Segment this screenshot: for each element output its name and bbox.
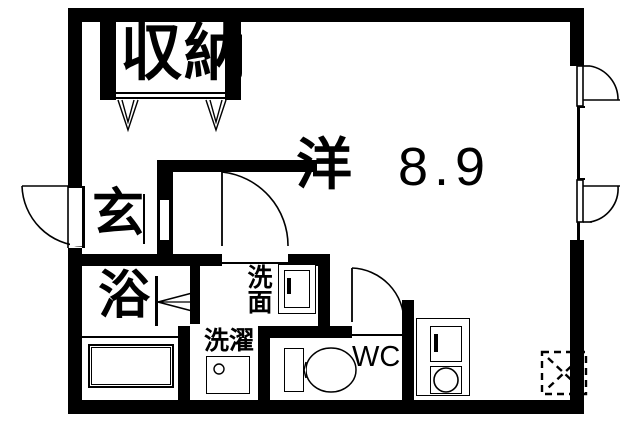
front-door-opening — [70, 188, 82, 246]
wc-door-threshold — [352, 334, 402, 336]
wall-right-outer-upper — [570, 8, 584, 66]
vanity-label: 洗面 — [244, 264, 273, 314]
bath-door-frame — [155, 276, 158, 326]
entrance-sliding-door-panel-b[interactable] — [160, 200, 169, 240]
bathtub-shelf-line — [82, 336, 178, 338]
wall-niche-slot — [86, 28, 97, 90]
wall-closet-right — [225, 22, 241, 100]
window-mullion-lower — [577, 178, 585, 180]
wall-right-window-frame — [577, 66, 580, 240]
entrance-label: 玄 — [92, 184, 145, 244]
washing-machine-pan — [206, 356, 250, 394]
window-mullion-upper — [577, 106, 585, 108]
wall-genkan-top — [157, 160, 317, 172]
wall-left-outer-upper — [68, 8, 82, 188]
vanity-faucet — [287, 278, 291, 294]
laundry-label: 洗濯 — [204, 326, 255, 355]
wall-bottom-outer — [68, 400, 584, 414]
kitchen-faucet — [434, 334, 438, 352]
entrance-sliding-door-panel-a[interactable] — [146, 196, 156, 242]
front-door-frame-left — [82, 186, 85, 248]
wall-bath-right — [178, 326, 190, 414]
closet-door-line-outer — [116, 92, 226, 94]
wall-right-outer-lower — [570, 240, 584, 414]
closet-door-line-inner — [116, 97, 226, 99]
hall-door-threshold — [222, 262, 288, 264]
bathtub-inner — [91, 347, 171, 385]
wall-left-outer-lower — [68, 248, 82, 414]
entrance-sliding-door-rail — [143, 194, 145, 244]
main-room-size: 8.9 — [398, 137, 492, 197]
bath-label: 浴 — [98, 266, 151, 326]
wall-closet-left — [100, 22, 116, 100]
wall-laundry-right — [258, 326, 270, 414]
wall-top-outer — [68, 8, 584, 22]
wall-vanity-left — [190, 254, 200, 324]
wall-vanity-right — [318, 254, 330, 336]
closet-label: 収納 — [120, 16, 249, 89]
toilet-label: WC — [352, 341, 401, 373]
wall-wc-right — [402, 300, 414, 414]
